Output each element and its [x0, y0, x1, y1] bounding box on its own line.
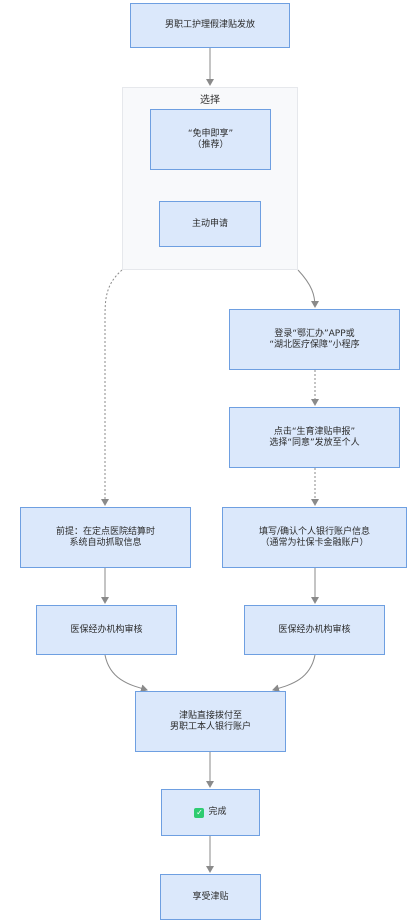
- node-precond: 前提：在定点医院结算时 系统自动抓取信息: [20, 507, 191, 568]
- node-audit-left-label: 医保经办机构审核: [70, 624, 143, 635]
- node-done: ✓ 完成: [161, 789, 260, 836]
- node-exempt-label: “免申即享” （推荐）: [187, 129, 234, 150]
- node-audit-left: 医保经办机构审核: [36, 605, 177, 655]
- edge-audit-left-to-pay: [104, 654, 148, 693]
- node-enjoy-label: 享受津贴: [192, 891, 229, 902]
- node-pay-label: 津贴直接拨付至 男职工本人银行账户: [169, 711, 251, 732]
- node-pay: 津贴直接拨付至 男职工本人银行账户: [135, 691, 286, 752]
- edge-choice-to-precond: [101, 269, 123, 506]
- check-icon: ✓: [194, 807, 205, 818]
- choice-group-label: 选择: [200, 95, 220, 106]
- node-apply: 主动申请: [159, 201, 261, 247]
- node-apply-label: 主动申请: [191, 218, 228, 229]
- edge-choice-to-login: [297, 269, 319, 308]
- node-exempt: “免申即享” （推荐）: [150, 109, 271, 170]
- node-enjoy: 享受津贴: [160, 874, 261, 920]
- node-audit-right: 医保经办机构审核: [244, 605, 385, 655]
- node-login-label: 登录“鄂汇办”APP或 “湖北医疗保障”小程序: [269, 329, 360, 350]
- node-fill-label: 填写/确认个人银行账户信息 （通常为社保卡金融账户）: [258, 527, 371, 548]
- node-audit-right-label: 医保经办机构审核: [278, 624, 351, 635]
- node-click-label: 点击“生育津贴申报” 选择“同意”发放至个人: [269, 427, 360, 448]
- node-done-label: 完成: [208, 807, 227, 818]
- node-start: 男职工护理假津贴发放: [130, 3, 290, 48]
- node-click: 点击“生育津贴申报” 选择“同意”发放至个人: [229, 407, 400, 468]
- node-precond-label: 前提：在定点医院结算时 系统自动抓取信息: [55, 527, 155, 548]
- edge-audit-right-to-pay: [272, 654, 316, 693]
- node-start-label: 男职工护理假津贴发放: [164, 20, 255, 31]
- node-fill: 填写/确认个人银行账户信息 （通常为社保卡金融账户）: [222, 507, 407, 568]
- node-login: 登录“鄂汇办”APP或 “湖北医疗保障”小程序: [229, 309, 400, 370]
